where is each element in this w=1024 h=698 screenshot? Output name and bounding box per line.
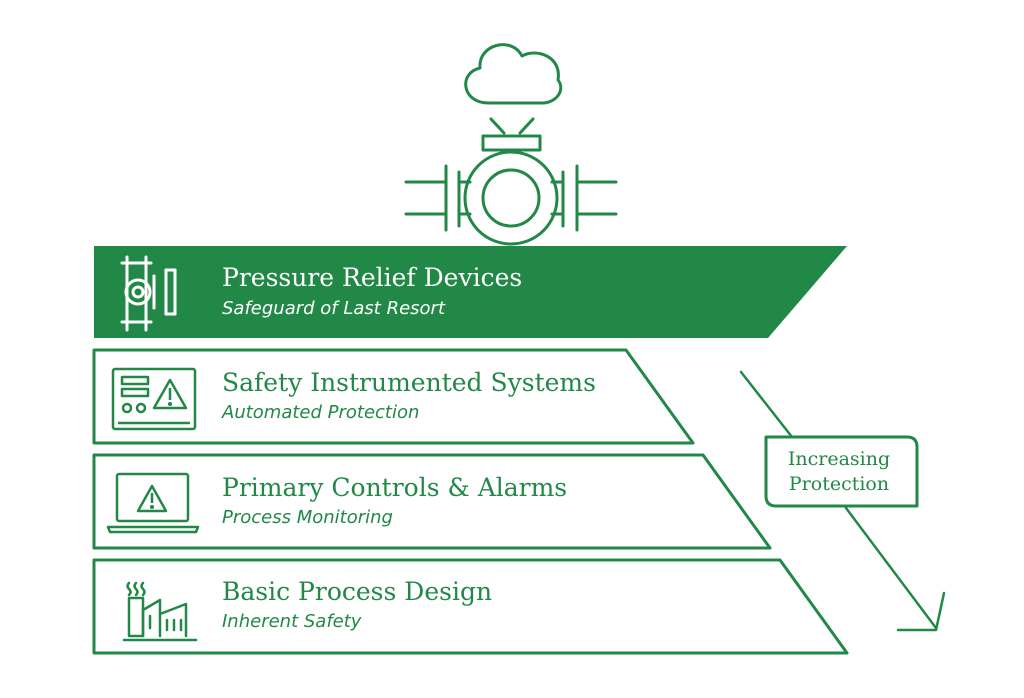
layer-subtitle: Automated Protection	[221, 402, 419, 423]
layer-pressure-relief-devices: Pressure Relief Devices Safeguard of Las…	[94, 246, 847, 338]
layer-basic-process-design: Basic Process Design Inherent Safety	[92, 558, 849, 655]
layer-title: Basic Process Design	[222, 577, 492, 606]
layer-subtitle: Inherent Safety	[222, 611, 362, 632]
laptop-warning-icon	[106, 472, 200, 534]
factory-icon	[122, 581, 198, 642]
relief-valve-icon	[120, 255, 177, 332]
layer-title: Pressure Relief Devices	[222, 263, 522, 292]
layer-subtitle: Safeguard of Last Resort	[222, 298, 446, 319]
layer-title: Primary Controls & Alarms	[222, 473, 567, 502]
arrow-label-line2: Protection	[789, 473, 889, 495]
increasing-protection-label: Increasing Protection	[764, 435, 919, 508]
layer-title: Safety Instrumented Systems	[222, 368, 596, 397]
layer-primary-controls-alarms: Primary Controls & Alarms Process Monito…	[92, 453, 772, 550]
arrow-label-line1: Increasing	[788, 448, 890, 470]
control-panel-warning-icon	[111, 367, 197, 431]
layer-safety-instrumented-systems: Safety Instrumented Systems Automated Pr…	[92, 348, 695, 445]
layer-subtitle: Process Monitoring	[222, 507, 393, 528]
pressure-relief-valve-icon	[404, 43, 618, 246]
increasing-protection-arrow	[739, 370, 946, 632]
